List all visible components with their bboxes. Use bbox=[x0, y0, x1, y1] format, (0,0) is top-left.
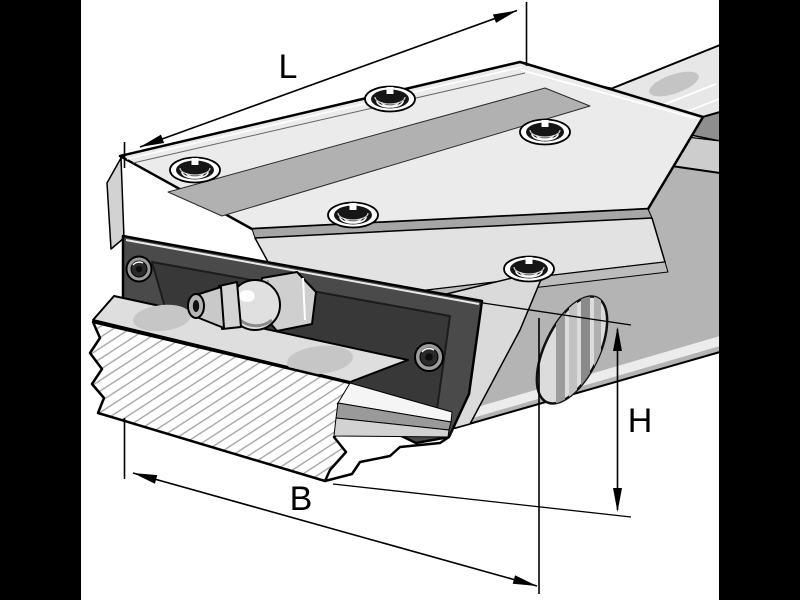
arrowhead-L-right bbox=[492, 10, 517, 23]
arrowhead-H-bottom bbox=[613, 488, 622, 512]
rail-profile-bottom-edge bbox=[324, 435, 450, 483]
mounting-hole-2 bbox=[364, 85, 416, 113]
dimension-B bbox=[123, 318, 540, 594]
dimension-label-H: H bbox=[628, 402, 653, 440]
arrowhead-B-right bbox=[512, 575, 537, 586]
grease-nipple bbox=[187, 271, 317, 332]
arrowhead-B-left bbox=[133, 473, 158, 484]
mounting-hole-3 bbox=[519, 118, 571, 146]
mounting-hole-4 bbox=[327, 201, 379, 229]
rail-hole-outline-2 bbox=[287, 345, 353, 375]
mounting-hole-5 bbox=[503, 255, 555, 283]
mounting-hole-1 bbox=[169, 156, 221, 184]
end-cap-screw-right bbox=[414, 342, 444, 372]
dimension-H bbox=[332, 302, 632, 518]
rail-hole-outline-1 bbox=[133, 304, 191, 332]
rail-mounting-hole-top bbox=[649, 71, 699, 97]
dimension-label-B: B bbox=[290, 480, 313, 518]
carriage-top-recess-band bbox=[167, 87, 591, 217]
rail-mounting-hole-side bbox=[535, 286, 609, 414]
letterbox-left bbox=[0, 0, 81, 600]
end-cap-screw-left bbox=[125, 255, 153, 283]
letterbox-right bbox=[719, 0, 800, 600]
arrowhead-H-top bbox=[613, 327, 622, 351]
arrowhead-L-left bbox=[140, 134, 165, 147]
dimension-label-L: L bbox=[279, 48, 298, 86]
dimension-lines bbox=[123, 2, 632, 594]
rail-front-section bbox=[88, 295, 453, 483]
dimension-L bbox=[123, 2, 528, 168]
